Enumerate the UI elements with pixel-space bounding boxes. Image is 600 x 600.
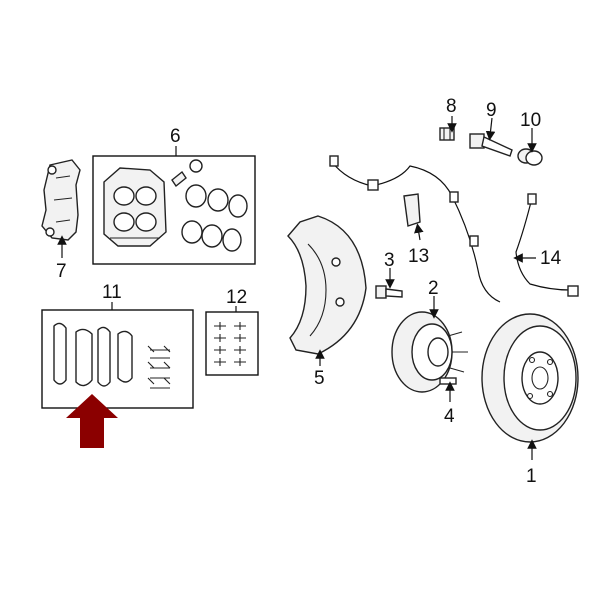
hub-bolt <box>375 285 403 299</box>
sensor-harness <box>515 197 571 291</box>
pin-boot <box>517 148 543 166</box>
guide-pin <box>469 133 513 157</box>
brake-pads <box>53 322 133 387</box>
harness-connector <box>527 193 579 297</box>
callout-14: 14 <box>540 248 562 269</box>
callout-2: 2 <box>428 278 439 299</box>
caliper-pistons <box>181 184 248 252</box>
pad-hardware-clips <box>147 345 171 389</box>
callout-9: 9 <box>486 100 497 121</box>
callout-5: 5 <box>314 368 325 389</box>
callout-7: 7 <box>56 261 67 282</box>
callout-13: 13 <box>408 246 429 267</box>
brake-rotor <box>481 313 579 443</box>
bleeder-screw <box>171 159 203 188</box>
hub-bearing <box>391 311 468 393</box>
callout-10: 10 <box>520 110 541 131</box>
callout-12: 12 <box>226 287 247 308</box>
callout-1: 1 <box>526 466 537 487</box>
splash-shield <box>287 215 367 355</box>
callout-8: 8 <box>446 96 457 117</box>
hardware-kit-box <box>205 311 259 376</box>
abs-sensor <box>329 155 479 247</box>
callout-3: 3 <box>384 250 395 271</box>
callout-11: 11 <box>102 282 122 303</box>
hardware-kit-clips <box>214 322 246 366</box>
callout-6: 6 <box>170 126 181 147</box>
leader-lines <box>57 116 537 460</box>
guide-bolt <box>439 127 455 141</box>
brake-caliper <box>103 167 167 247</box>
caliper-bracket <box>41 159 81 241</box>
callout-4: 4 <box>444 406 455 427</box>
caliper-kit-box <box>92 155 256 265</box>
brake-pads-box <box>41 309 194 409</box>
highlight-arrow <box>66 394 118 448</box>
